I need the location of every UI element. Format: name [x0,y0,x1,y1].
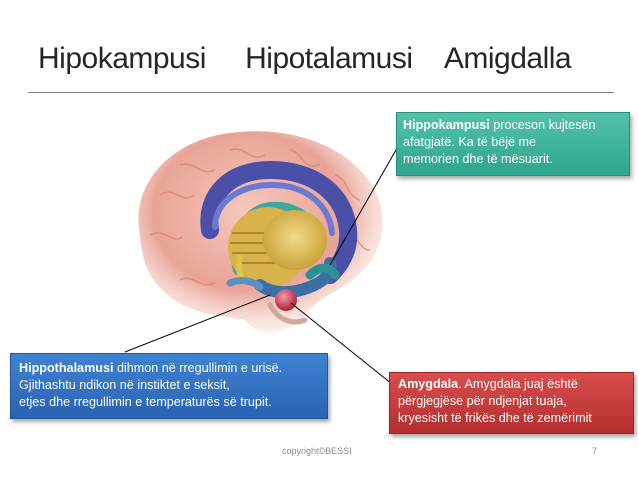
title-amygdala: Amigdalla [443,42,572,75]
hippocampus-term: Hippokampusi [403,118,490,132]
hypothalamus-text-3: etjes dhe rregullimin e temperaturës së … [19,395,272,409]
amygdala-text-1: . Amygdala juaj është [458,377,578,391]
hippocampus-text-3: memorien dhe të mësuarit. [403,152,553,166]
title-hypothalamus: Hipotalamusi [245,42,413,75]
title-divider [28,92,614,93]
hippocampus-text-1: proceson kujtesën [489,118,596,132]
hypothalamus-callout: Hippothalamusi dihmon në rregullimin e u… [10,353,328,419]
copyright-text: copyright©BESSI [282,446,352,456]
hypothalamus-text-2: Gjithashtu ndikon në instiktet e seksit, [19,378,230,392]
page-number: 7 [592,446,598,456]
amygdala-text-2: përgjegjëse për ndjenjat tuaja, [398,394,567,408]
hypothalamus-term: Hippothalamusi [19,361,114,375]
amygdala-text-3: kryesisht të frikës dhe të zemërimit [398,411,592,425]
hypothalamus-text-1: dihmon në rregullimin e urisë. [113,361,283,375]
hippocampus-callout: Hippokampusi proceson kujtesën afatgjatë… [396,112,630,176]
slide-title: Hipokampusi Hipotalamusi Amigdalla [38,34,608,84]
amygdala-term: Amygdala [398,377,459,391]
title-hippocampus: Hipokampusi [38,42,206,75]
brain-illustration [138,131,383,333]
amygdala-callout: Amygdala. Amygdala juaj është përgjegjës… [389,372,634,434]
hippocampus-text-2: afatgjatë. Ka të bëjë me [403,135,537,149]
